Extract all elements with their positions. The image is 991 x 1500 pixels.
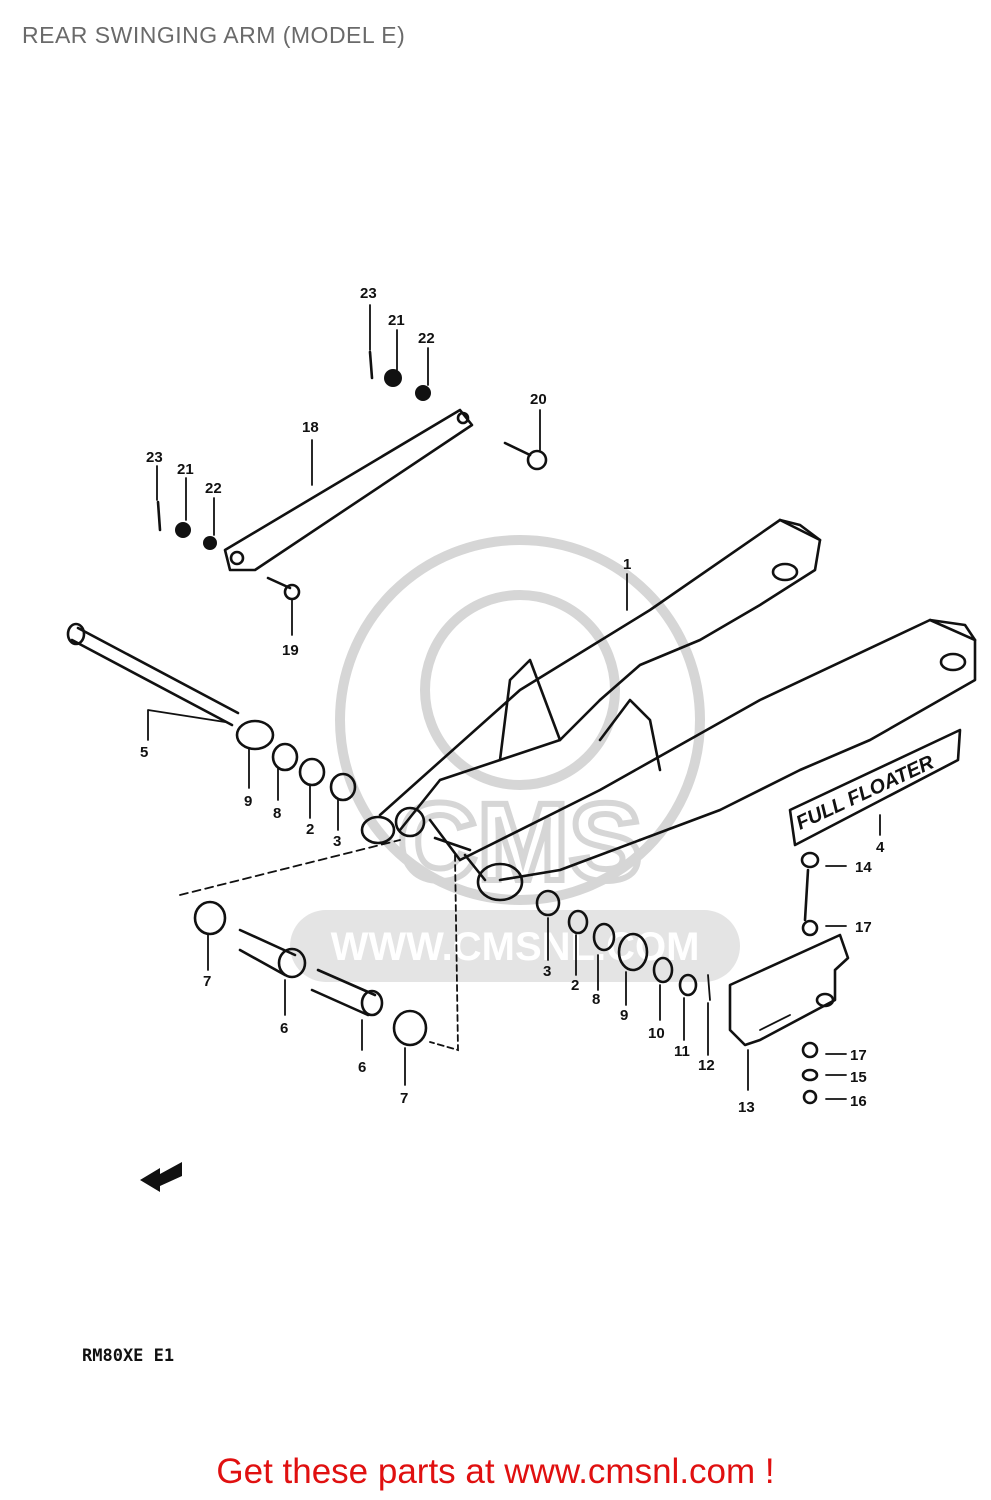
front-arrow-icon bbox=[140, 1162, 182, 1192]
callout-22a: 22 bbox=[418, 330, 435, 347]
callout-5: 5 bbox=[140, 744, 148, 761]
callout-18: 18 bbox=[302, 419, 319, 436]
callout-9a: 9 bbox=[244, 793, 252, 810]
torque-arm bbox=[223, 408, 474, 572]
callout-23b: 23 bbox=[146, 449, 163, 466]
pivot-axle bbox=[66, 622, 240, 727]
callout-8b: 8 bbox=[592, 991, 600, 1008]
callout-1: 1 bbox=[623, 556, 631, 573]
callout-20: 20 bbox=[530, 391, 547, 408]
swing-arm bbox=[360, 518, 977, 902]
callout-9b: 9 bbox=[620, 1007, 628, 1024]
cta-link[interactable]: Get these parts at www.cmsnl.com ! bbox=[216, 1452, 775, 1491]
callout-10: 10 bbox=[648, 1025, 665, 1042]
callout-11: 11 bbox=[674, 1043, 690, 1060]
left-bearing-stack bbox=[235, 719, 357, 802]
callout-15: 15 bbox=[850, 1069, 867, 1086]
callout-22b: 22 bbox=[205, 480, 222, 497]
model-code: RM80XE E1 bbox=[82, 1346, 175, 1366]
hardware bbox=[156, 350, 548, 601]
callout-17b: 17 bbox=[850, 1047, 867, 1064]
callout-21a: 21 bbox=[388, 312, 405, 329]
callout-3a: 3 bbox=[333, 833, 341, 850]
callout-2a: 2 bbox=[306, 821, 314, 838]
watermark-text: WWW.CMSNL.COM bbox=[331, 925, 700, 969]
callout-23a: 23 bbox=[360, 285, 377, 302]
callout-21b: 21 bbox=[177, 461, 194, 478]
page-title: REAR SWINGING ARM (MODEL E) bbox=[22, 22, 406, 48]
callout-19: 19 bbox=[282, 642, 299, 659]
chain-adjuster bbox=[728, 851, 850, 1105]
callout-6b: 6 bbox=[358, 1059, 366, 1076]
leader-lines bbox=[147, 304, 881, 1100]
callout-12: 12 bbox=[698, 1057, 715, 1074]
callout-7a: 7 bbox=[203, 973, 211, 990]
full-floater-decal: FULL FLOATER bbox=[788, 728, 962, 847]
callout-14: 14 bbox=[855, 859, 872, 876]
callout-4: 4 bbox=[876, 839, 885, 856]
callout-2b: 2 bbox=[571, 977, 579, 994]
callout-7b: 7 bbox=[400, 1090, 408, 1107]
callout-6a: 6 bbox=[280, 1020, 288, 1037]
callout-17a: 17 bbox=[855, 919, 872, 936]
callout-numbers: 1 2 3 4 5 8 9 14 17 17 15 16 13 7 6 6 7 … bbox=[140, 285, 885, 1116]
callout-3b: 3 bbox=[543, 963, 551, 980]
watermark-letters: CMS bbox=[398, 781, 642, 904]
watermark: WWW.CMSNL.COM CMS bbox=[290, 535, 740, 982]
callout-13: 13 bbox=[738, 1099, 755, 1116]
callout-8a: 8 bbox=[273, 805, 281, 822]
lower-bushings bbox=[193, 889, 711, 1047]
callout-16: 16 bbox=[850, 1093, 867, 1110]
